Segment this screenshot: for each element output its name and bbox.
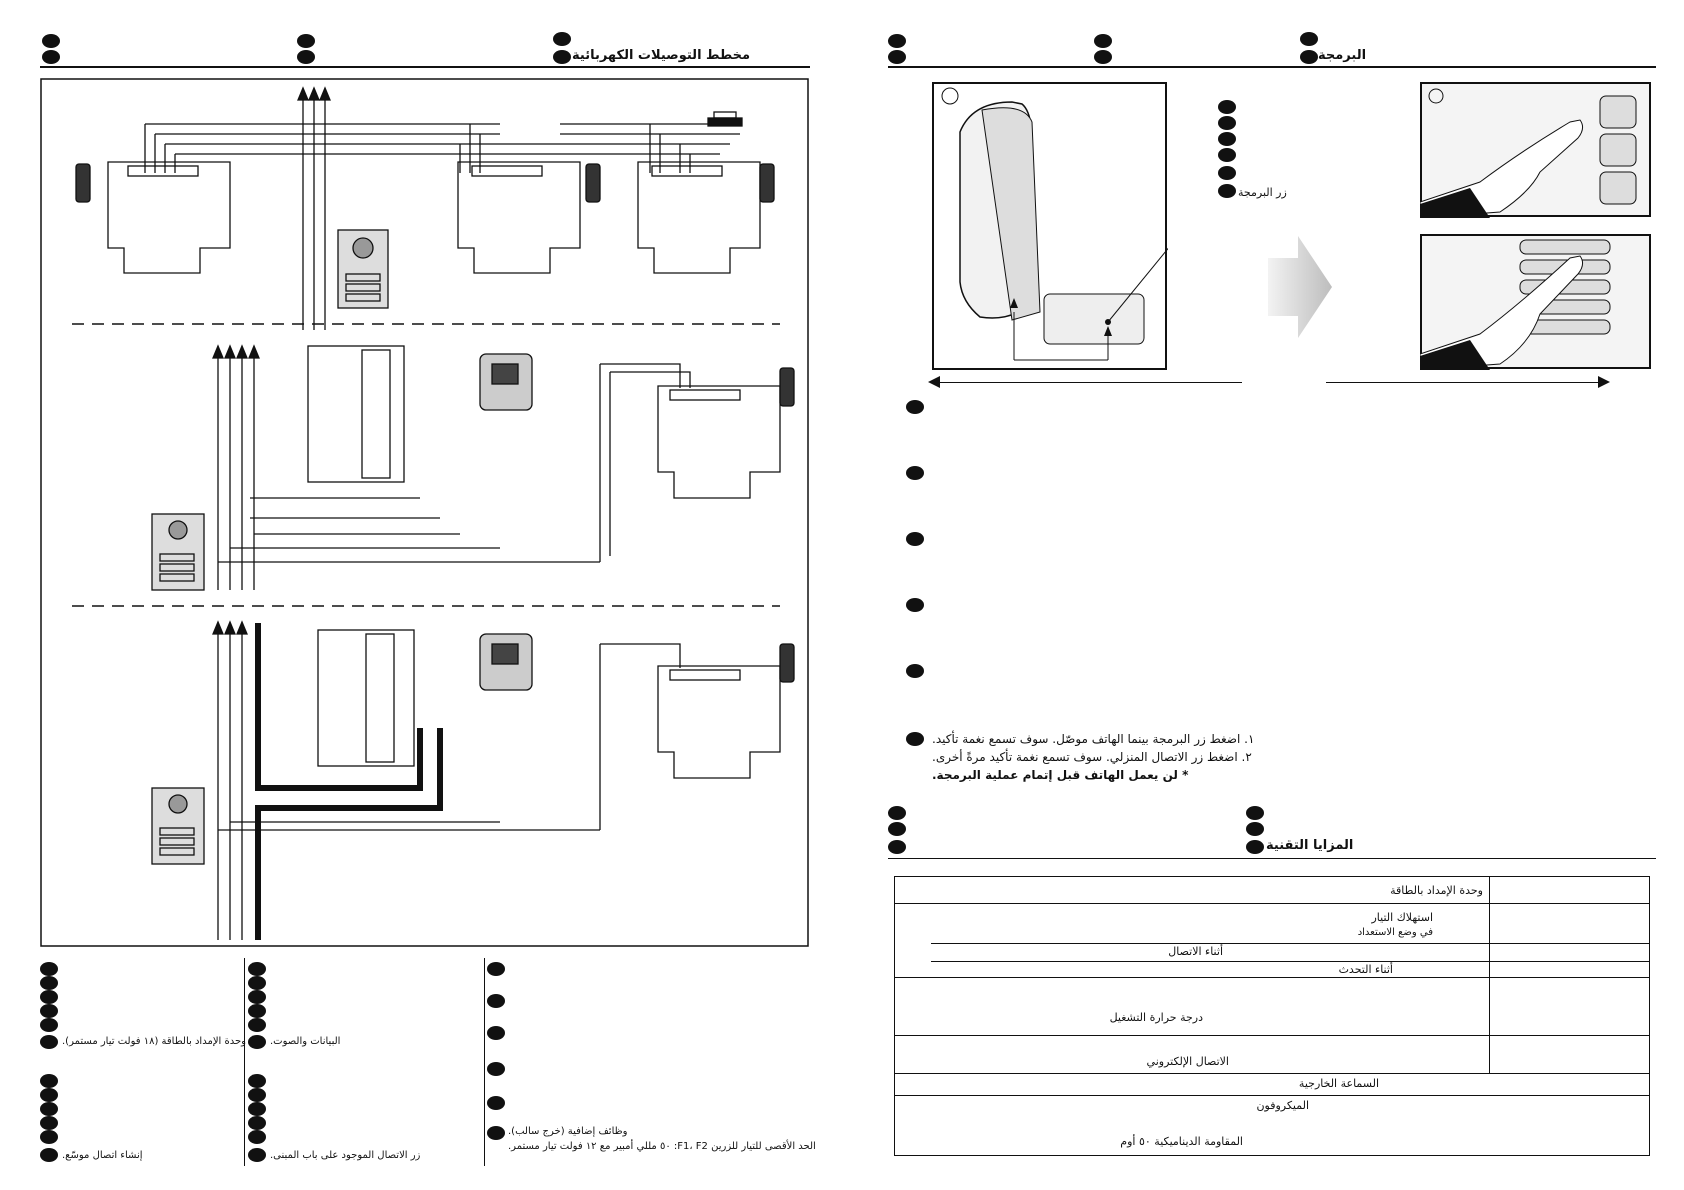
right-arrow-line [1326, 382, 1600, 383]
language-marker [1094, 34, 1112, 48]
spec-operating-temp: درجة حرارة التشغيل [1109, 1011, 1203, 1024]
language-marker [42, 50, 60, 64]
spec-microphone: الميكروفون [1256, 1099, 1309, 1112]
spec-during-call: أثناء الاتصال [1168, 945, 1223, 958]
spec-table: وحدة الإمداد بالطاقة استهلاك التيار في و… [894, 876, 1650, 1156]
arrow-up-icon [297, 86, 331, 330]
spec-standby: في وضع الاستعداد [1357, 927, 1433, 938]
spec-during-talk: أثناء التحدث [1338, 963, 1393, 976]
header-rule [40, 66, 810, 68]
legend-extended-connection: إنشاء اتصال موسّع. [62, 1150, 143, 1161]
page-title-wiring: مخطط التوصيلات الكهربائية [572, 48, 751, 63]
finger-press-panel-1 [1420, 82, 1651, 218]
language-marker [888, 34, 906, 48]
legend-power-supply: وحدة الإمداد بالطاقة (١٨ فولت تيار مستمر… [62, 1036, 246, 1047]
legend-data-audio: البيانات والصوت. [270, 1036, 341, 1047]
legend-door-button: زر الاتصال الموجود على باب المبنى. [270, 1150, 421, 1161]
language-marker [553, 50, 571, 64]
header-rule [888, 66, 1656, 68]
language-marker [888, 50, 906, 64]
tech-rule [888, 858, 1656, 859]
wiring-section-1 [75, 86, 775, 330]
handset-illustration [932, 82, 1168, 370]
programming-note: * لن يعمل الهاتف قبل إتمام عملية البرمجة… [932, 768, 1189, 782]
arrow-right-small-icon [1598, 376, 1610, 388]
column-divider [244, 958, 245, 1166]
program-button-label: زر البرمجة [1238, 186, 1287, 199]
spec-electronic-call: الاتصال الإلكتروني [1146, 1055, 1229, 1068]
spec-power-supply: وحدة الإمداد بالطاقة [1390, 884, 1483, 897]
programming-step-1: ١. اضغط زر البرمجة بينما الهاتف موصّل. س… [932, 732, 1255, 746]
language-marker [553, 32, 571, 46]
spec-speaker: السماعة الخارجية [1298, 1077, 1379, 1090]
wiring-diagram [40, 78, 809, 947]
language-marker [1300, 50, 1318, 64]
legend-extra-functions: وظائف إضافية (خرج سالب). [508, 1126, 628, 1137]
wiring-section-2 [151, 344, 795, 591]
arrow-left-icon [928, 376, 940, 388]
language-marker [1300, 32, 1318, 46]
spec-dynamic-impedance: المقاومة الديناميكية ٥٠ أوم [1120, 1135, 1243, 1148]
finger-press-panel-2 [1420, 234, 1651, 370]
column-divider [484, 958, 485, 1166]
arrow-right-icon [1268, 236, 1332, 338]
tech-title: المزايا التقنية [1266, 838, 1354, 853]
arrow-up-icon [212, 620, 248, 940]
wiring-section-3 [151, 620, 795, 940]
legend-max-current: الحد الأقصى للتيار للزرين F1، F2: ٥٠ ملل… [508, 1141, 816, 1152]
programming-step-2: ٢. اضغط زر الاتصال المنزلي. سوف تسمع نغم… [932, 750, 1252, 764]
language-marker [42, 34, 60, 48]
page-title-programming: البرمجة [1318, 48, 1367, 63]
language-marker [297, 34, 315, 48]
language-marker [1094, 50, 1112, 64]
language-marker [297, 50, 315, 64]
arrow-up-icon [212, 344, 260, 590]
spec-current-consumption: استهلاك التيار [1371, 911, 1434, 924]
left-arrow-line [932, 382, 1242, 383]
